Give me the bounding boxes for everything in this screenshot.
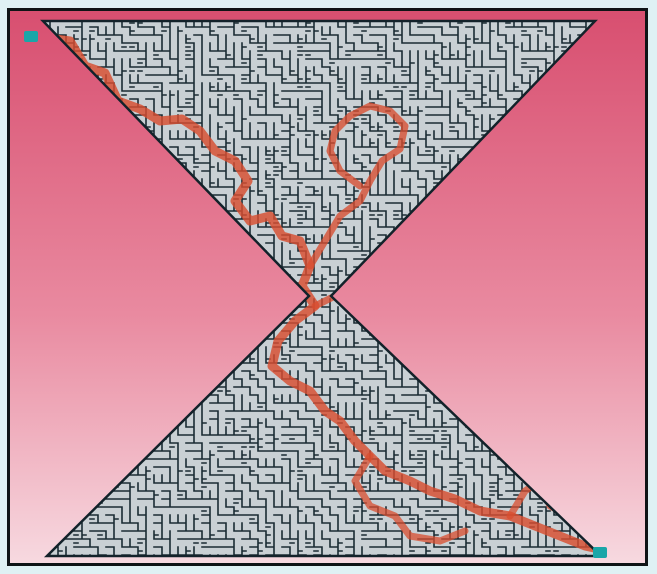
start-marker: [24, 31, 38, 42]
end-marker: [593, 547, 607, 558]
maze-frame: [7, 8, 648, 566]
hourglass-maze: [10, 11, 645, 563]
